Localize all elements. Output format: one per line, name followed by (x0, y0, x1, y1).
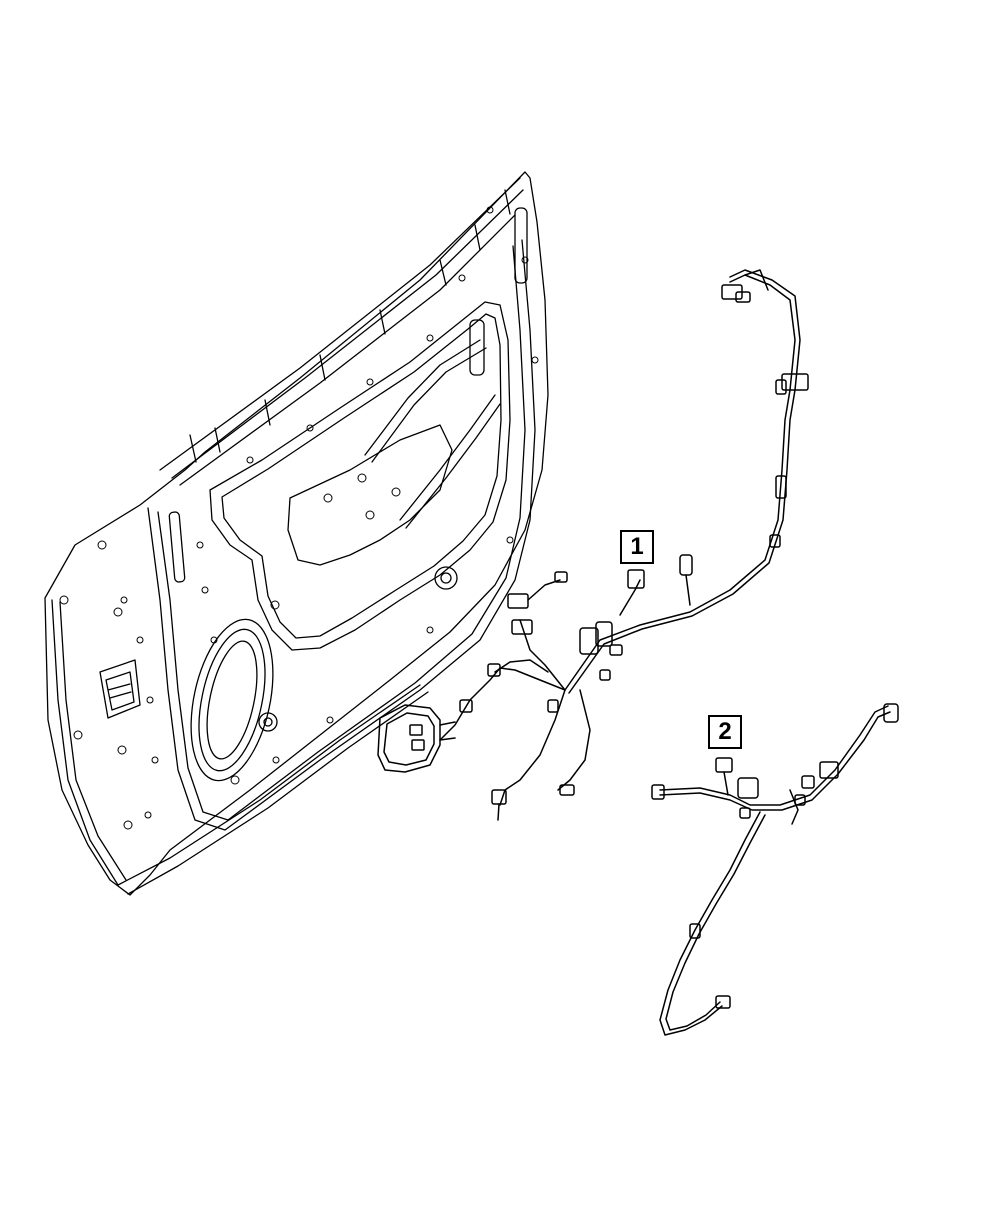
wiring-harness-2 (651, 703, 899, 1036)
door-inner-panel (44, 171, 549, 896)
callout-1-label: 1 (630, 533, 644, 560)
callout-1: 1 (620, 530, 654, 564)
panel-holes (59, 206, 539, 830)
callout-2: 2 (708, 715, 742, 749)
wiring-harness-1 (377, 269, 809, 821)
callout-2-label: 2 (718, 718, 732, 745)
